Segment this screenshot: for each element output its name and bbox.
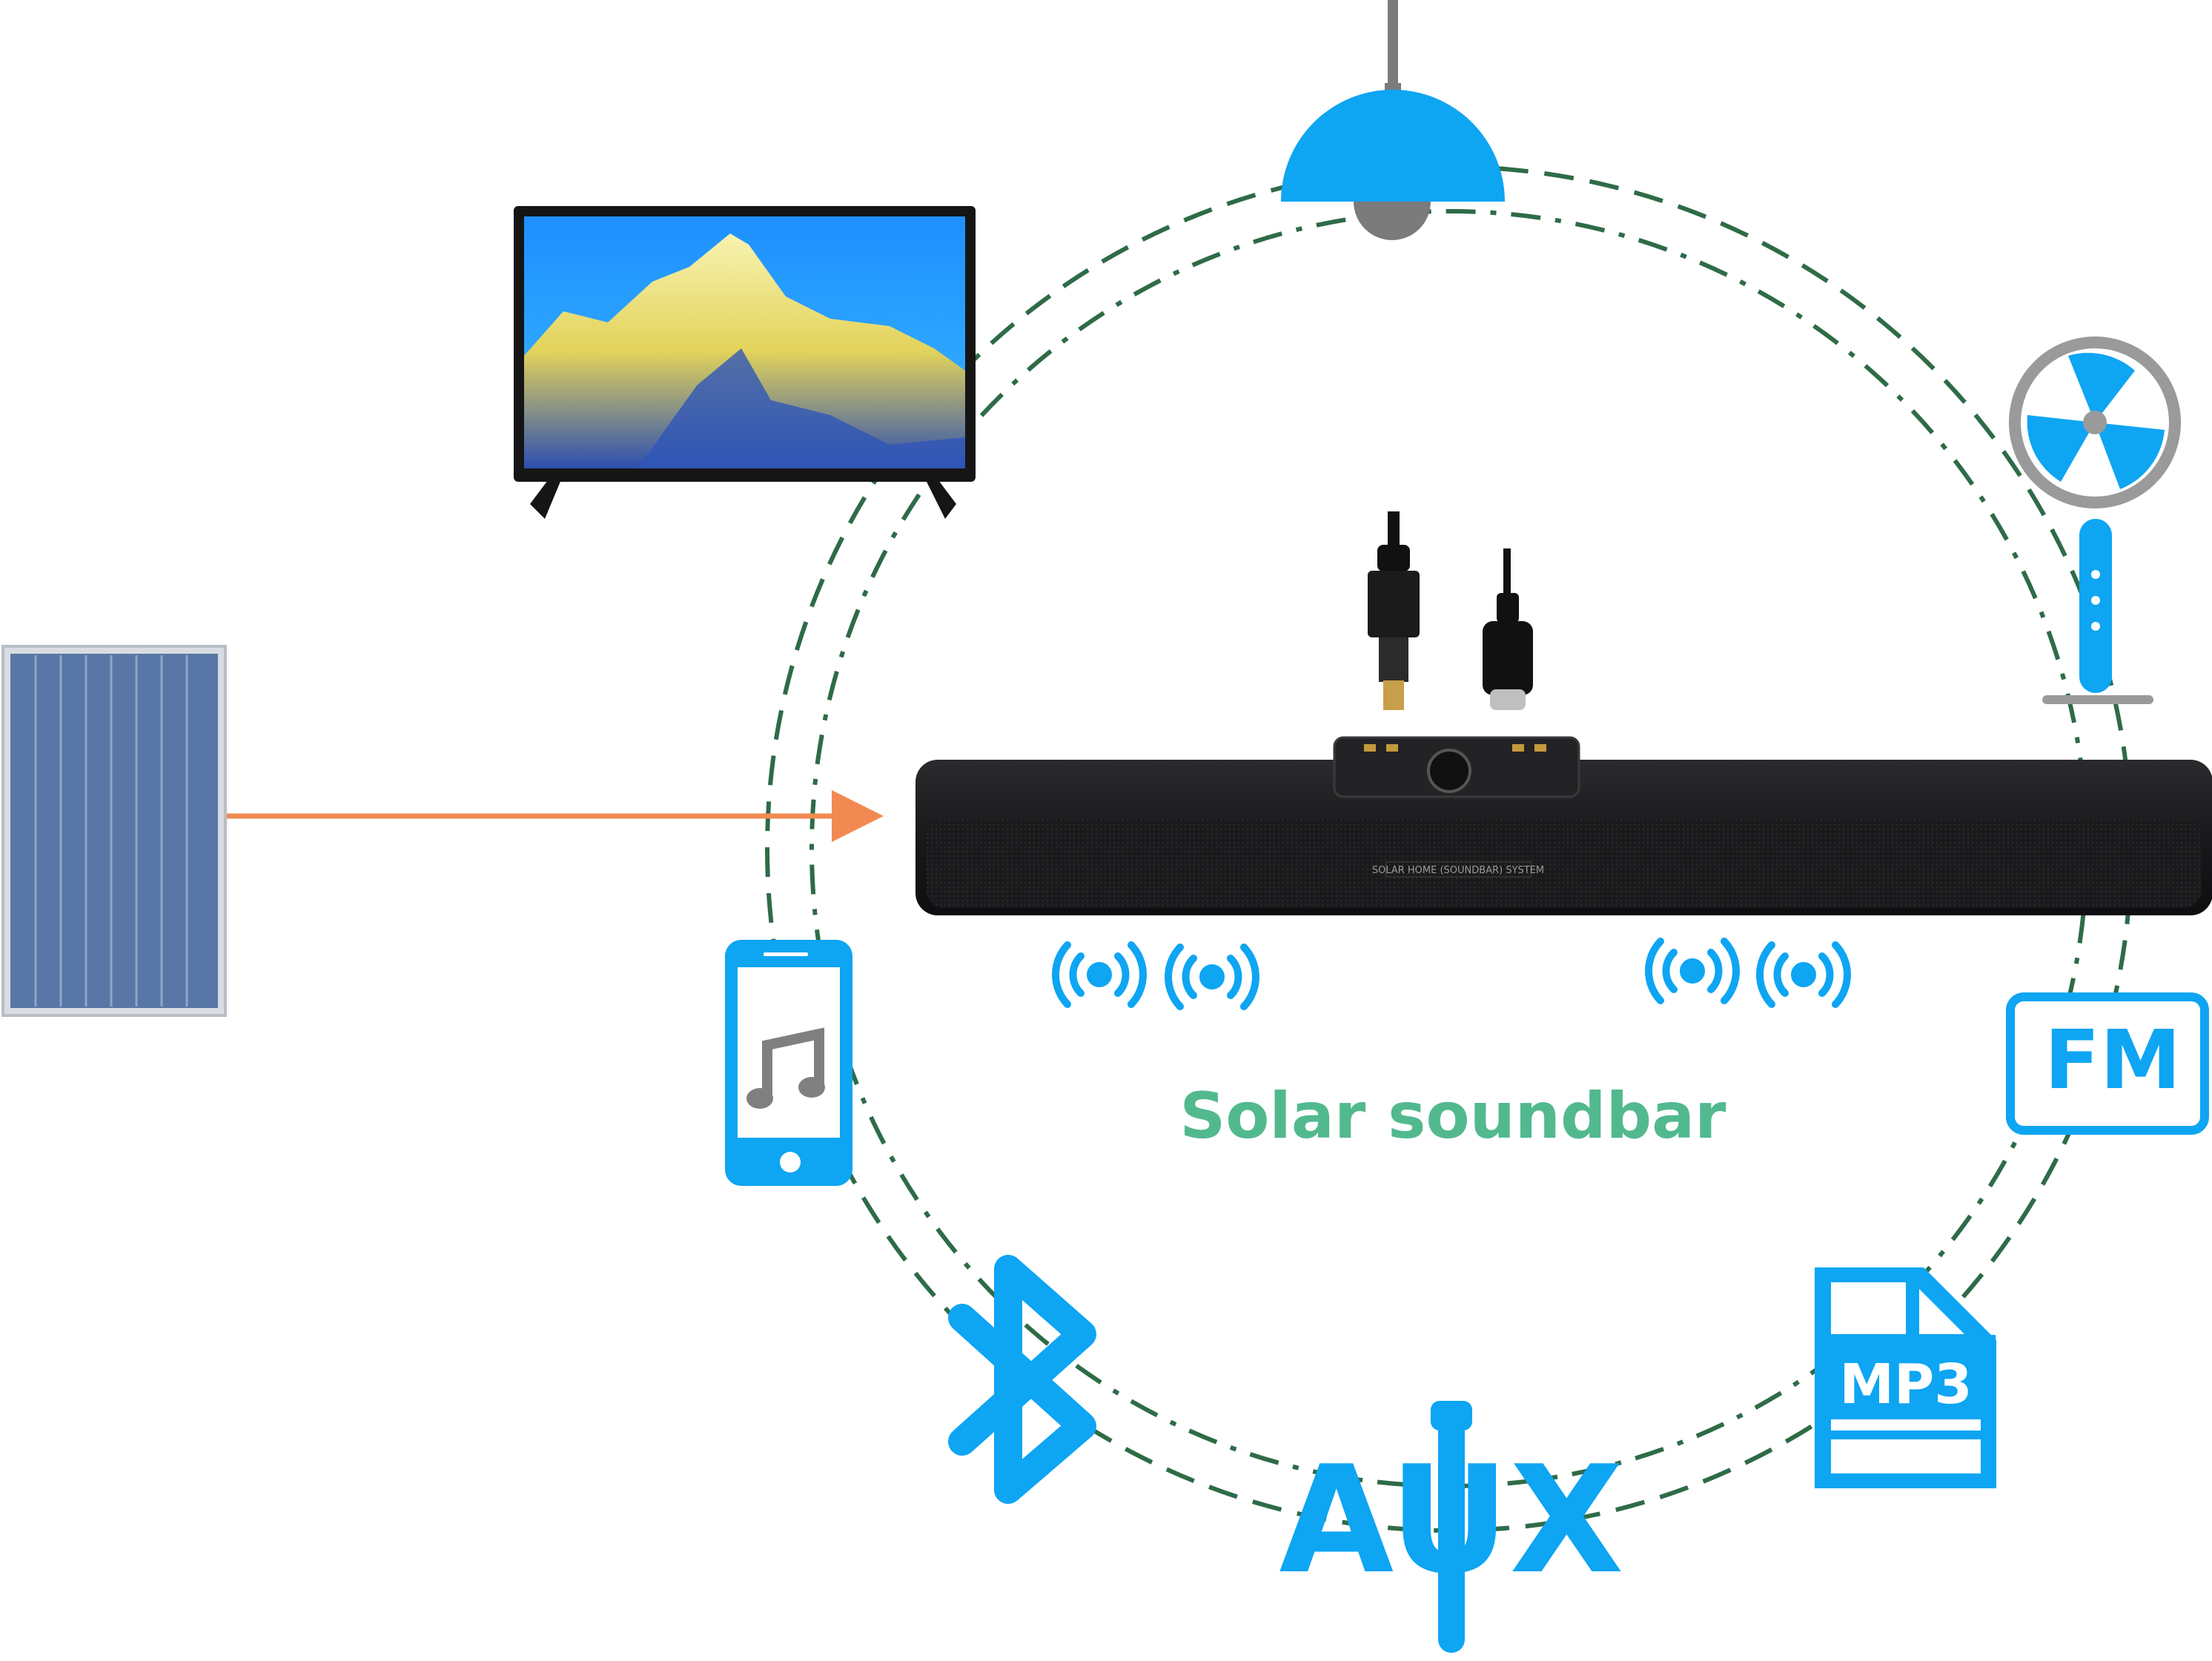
- dc-plug-icon: [1368, 511, 1420, 710]
- aux-icon: AUX: [1279, 1401, 1624, 1653]
- speaker-wave-icon: [1052, 941, 1147, 1008]
- speaker-wave-icon: [1645, 938, 1740, 1004]
- speaker-wave-icons: [1052, 938, 1851, 1010]
- speaker-wave-icon: [1165, 944, 1259, 1010]
- tv-icon: [514, 206, 976, 519]
- soundbar: SOLAR HOME (SOUNDBAR) SYSTEM: [915, 736, 2212, 915]
- usb-c-icon: [1483, 548, 1533, 710]
- lamp-icon: [1281, 0, 1505, 240]
- speaker-wave-icon: [1756, 941, 1851, 1008]
- diagram-title: Solar soundbar: [1179, 1079, 1726, 1153]
- mp3-file-icon: MP3: [1815, 1267, 1996, 1488]
- soundbar-panel-text: SOLAR HOME (SOUNDBAR) SYSTEM: [1372, 865, 1544, 876]
- aux-label: AUX: [1279, 1434, 1623, 1607]
- bluetooth-icon: [948, 1255, 1096, 1504]
- fm-label: FM: [2044, 1012, 2182, 1107]
- fan-icon: [2009, 336, 2181, 704]
- phone-music-icon: [725, 940, 852, 1186]
- solar-panel-icon: [1, 645, 227, 1017]
- mp3-label: MP3: [1839, 1353, 1972, 1416]
- fm-icon: FM: [2006, 992, 2209, 1135]
